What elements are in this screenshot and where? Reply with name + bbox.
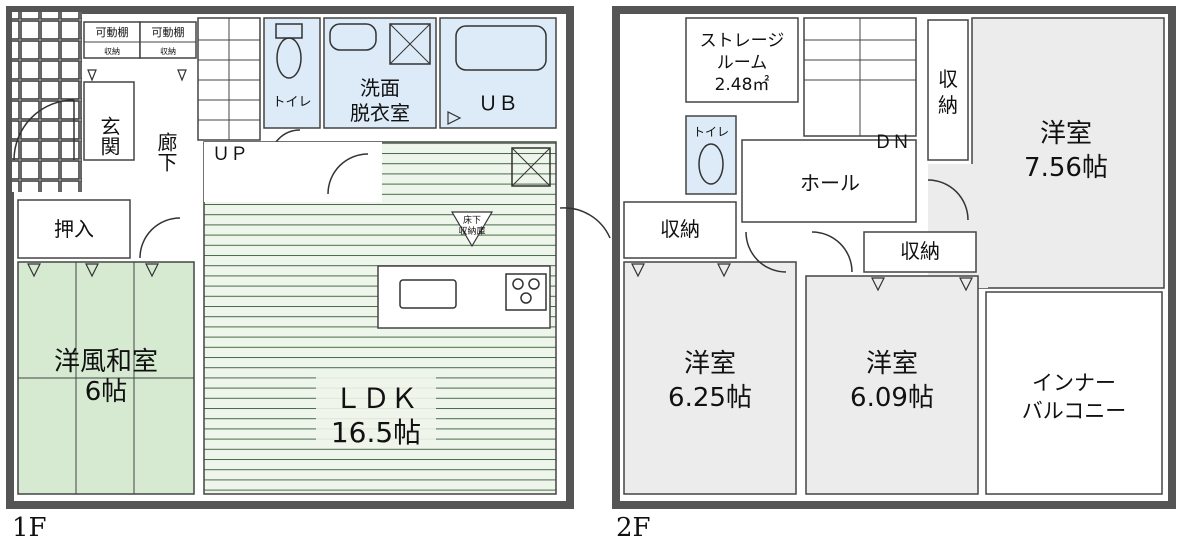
toilet-1f bbox=[263, 17, 321, 129]
bath bbox=[439, 17, 557, 129]
ldk-door-swing[interactable] bbox=[559, 207, 611, 239]
entrance bbox=[83, 81, 135, 161]
bath-label: ＵＢ bbox=[478, 91, 518, 115]
shelf-b-sub-label: 収納 bbox=[160, 46, 176, 56]
shelf-a-sub-label: 収納 bbox=[104, 46, 120, 56]
ldk-label-1: ＬＤＫ bbox=[334, 382, 418, 415]
room-c-label-1: 洋室 bbox=[866, 349, 918, 379]
floor1-label: 1F bbox=[12, 513, 47, 543]
shelf-b-label: 可動棚 bbox=[152, 25, 185, 39]
underfloor-label-1: 床下 bbox=[463, 214, 481, 226]
storage-label-3: 2.48㎡ bbox=[715, 75, 770, 95]
room-a-label-2: 7.56帖 bbox=[1024, 153, 1108, 183]
room-c-label-2: 6.09帖 bbox=[850, 383, 934, 413]
ldk-label-2: 16.5帖 bbox=[331, 416, 421, 449]
hall-label: ホール bbox=[800, 171, 860, 195]
shelf-a-label: 可動棚 bbox=[96, 25, 129, 39]
closet-1f-label: 押入 bbox=[54, 217, 94, 241]
porch-tiles bbox=[12, 12, 82, 192]
room-a bbox=[971, 17, 1165, 289]
underfloor-label-2: 収納庫 bbox=[458, 225, 485, 237]
toilet-1f-label: トイレ bbox=[272, 95, 311, 110]
stairs-2f bbox=[803, 17, 917, 137]
closet-tall-label-1: 収 bbox=[938, 67, 958, 91]
closet-tall-2f bbox=[927, 19, 969, 161]
entrance-door-swing[interactable] bbox=[13, 99, 75, 161]
stairs-1f bbox=[197, 17, 261, 141]
room-c bbox=[805, 275, 979, 495]
floor2-label: 2F bbox=[616, 513, 651, 543]
underfloor-storage bbox=[450, 211, 494, 248]
shelf-b bbox=[139, 21, 197, 59]
washroom-label-2: 脱衣室 bbox=[350, 101, 410, 125]
room-b bbox=[623, 261, 797, 495]
inner-balcony bbox=[985, 291, 1163, 495]
washroom-label-1: 洗面 bbox=[360, 76, 400, 100]
storage-room bbox=[685, 17, 799, 103]
stove-icon bbox=[505, 273, 547, 311]
dn-label: ＤＮ bbox=[874, 132, 910, 153]
balcony-label-2: バルコニー bbox=[1022, 399, 1127, 423]
toilet-2f-label: トイレ bbox=[693, 125, 729, 139]
shelf-a bbox=[83, 21, 141, 59]
sink-icon bbox=[329, 23, 377, 51]
toilet-2f bbox=[685, 115, 737, 195]
washitsu-label-2: 6帖 bbox=[85, 377, 128, 407]
room-a-label-1: 洋室 bbox=[1040, 119, 1092, 149]
corridor-label: 廊下 bbox=[154, 132, 178, 172]
toilet-bowl-icon-2f bbox=[698, 143, 724, 185]
floor1-plan bbox=[6, 6, 611, 509]
up-label: ＵＰ bbox=[212, 144, 248, 165]
balcony-label-1: インナー bbox=[1032, 371, 1116, 395]
kitchen-sink-icon bbox=[399, 279, 457, 309]
storage-label-2: ルーム bbox=[717, 53, 768, 73]
closet-tall-label-2: 納 bbox=[938, 93, 958, 117]
hall bbox=[741, 139, 917, 223]
closet-1f bbox=[17, 199, 131, 259]
bathtub-icon bbox=[455, 25, 547, 71]
kitchen-counter bbox=[377, 265, 551, 329]
entrance-label: 玄関 bbox=[97, 116, 121, 156]
closet-b-2f bbox=[623, 201, 737, 259]
room-b-label-2: 6.25帖 bbox=[668, 383, 752, 413]
washitsu-label-1: 洋風和室 bbox=[54, 347, 158, 377]
closet-c-2f bbox=[863, 231, 977, 273]
storage-label-1: ストレージ bbox=[700, 31, 785, 51]
room-b-label-1: 洋室 bbox=[684, 349, 736, 379]
floor2-plan bbox=[612, 6, 1176, 509]
closet-c-label: 収納 bbox=[900, 239, 940, 263]
closet-b-label: 収納 bbox=[660, 217, 700, 241]
